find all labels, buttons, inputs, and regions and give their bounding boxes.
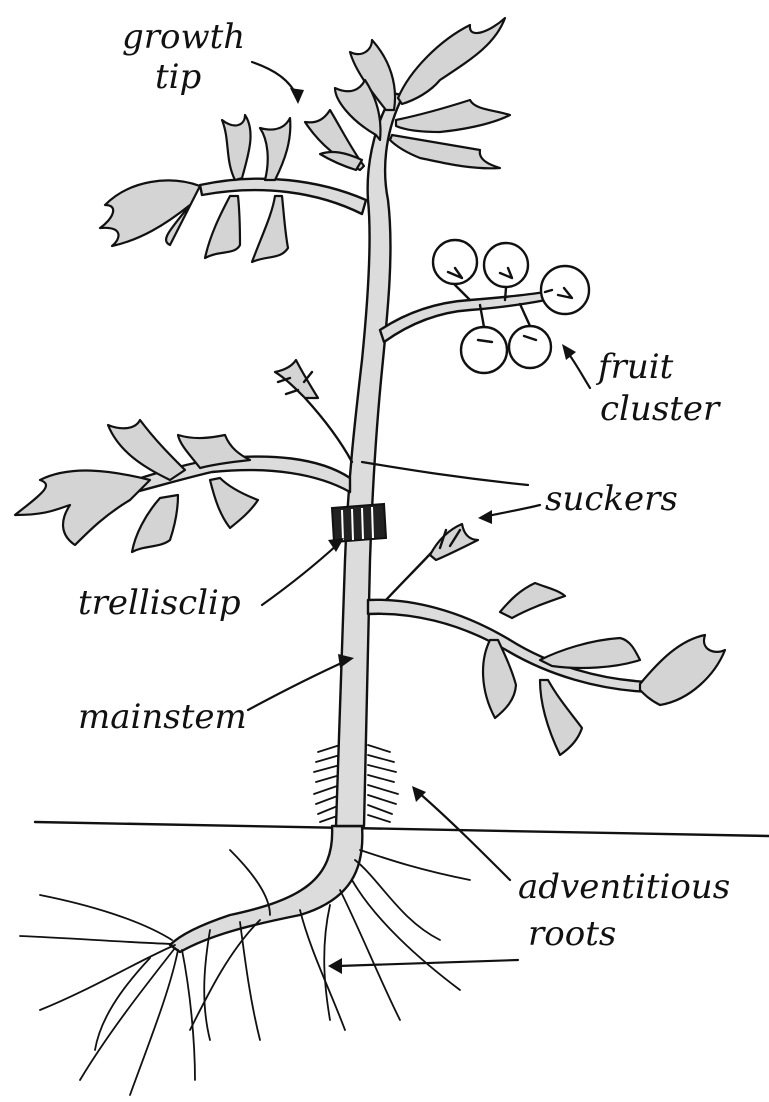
fruit-cluster-label-line2: cluster — [600, 389, 721, 429]
suckers-arrow-upper — [362, 462, 528, 485]
mainstem-arrow — [248, 654, 354, 710]
ground-line — [35, 822, 769, 836]
adventitious-roots-arrow — [412, 786, 510, 880]
trellis-clip-label: trellisclip — [78, 583, 241, 623]
upper-sucker — [275, 360, 352, 462]
mainstem-label: mainstem — [78, 697, 247, 737]
suckers-label: suckers — [545, 479, 678, 519]
growth-tip-arrow — [252, 62, 304, 104]
fruit-cluster — [380, 240, 589, 373]
fruit-cluster-label-line1: fruit — [595, 347, 674, 387]
trellis-clip-arrow — [262, 538, 344, 605]
growth-tip-label-line2: tip — [155, 57, 201, 97]
adventitious-roots-label-line1: adventitious — [518, 867, 730, 907]
adventitious-roots-label-line2: roots — [528, 914, 616, 954]
lower-sucker — [386, 524, 478, 600]
trellis-clip — [332, 504, 386, 542]
suckers-arrow-lower — [478, 505, 540, 524]
root-system — [20, 826, 470, 1095]
fruit-cluster-arrow — [562, 344, 590, 388]
middle-left-leaf-branch — [15, 420, 350, 552]
growth-tip-label-line1: growth — [122, 17, 245, 57]
lower-right-leaf-branch — [368, 583, 725, 755]
growth-tip-leaves — [305, 18, 510, 170]
